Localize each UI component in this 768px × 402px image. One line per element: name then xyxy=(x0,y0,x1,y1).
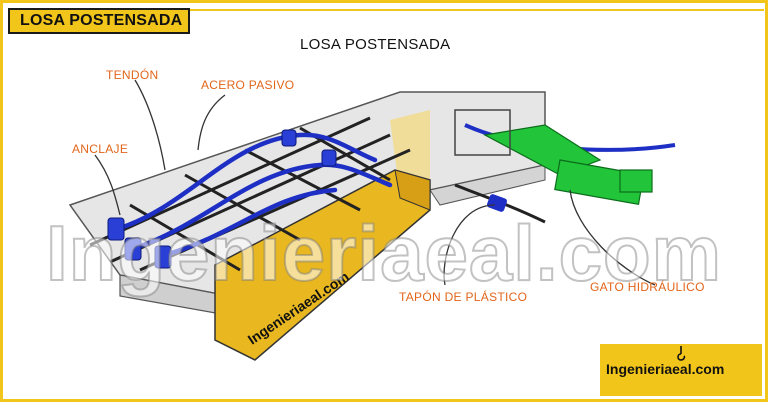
diagram-title: LOSA POSTENSADA xyxy=(300,36,451,53)
watermark: Ingenieriaeal.com xyxy=(45,208,722,298)
tendons xyxy=(117,132,393,258)
plastic-cap xyxy=(486,194,508,212)
jack-box xyxy=(454,109,511,156)
slab-right-face xyxy=(429,164,546,206)
logo-text: Ingenieriaeal.com xyxy=(606,361,725,377)
label-acero-pasivo: ACERO PASIVO xyxy=(201,78,295,92)
site-logo: Ingenieriaeal.com xyxy=(600,344,762,396)
formwork-side xyxy=(394,169,431,211)
hook-icon xyxy=(677,346,686,361)
hydraulic-jack xyxy=(483,124,653,205)
header-tag: LOSA POSTENSADA xyxy=(8,8,190,34)
label-gato: GATO HIDRÁULICO xyxy=(590,280,705,294)
label-tapon: TAPÓN DE PLÁSTICO xyxy=(399,290,528,304)
header-rule xyxy=(190,9,764,11)
anchors xyxy=(107,129,337,269)
label-anclaje: ANCLAJE xyxy=(72,142,129,156)
label-tendon: TENDÓN xyxy=(106,68,159,82)
callout-arrows xyxy=(94,79,656,286)
